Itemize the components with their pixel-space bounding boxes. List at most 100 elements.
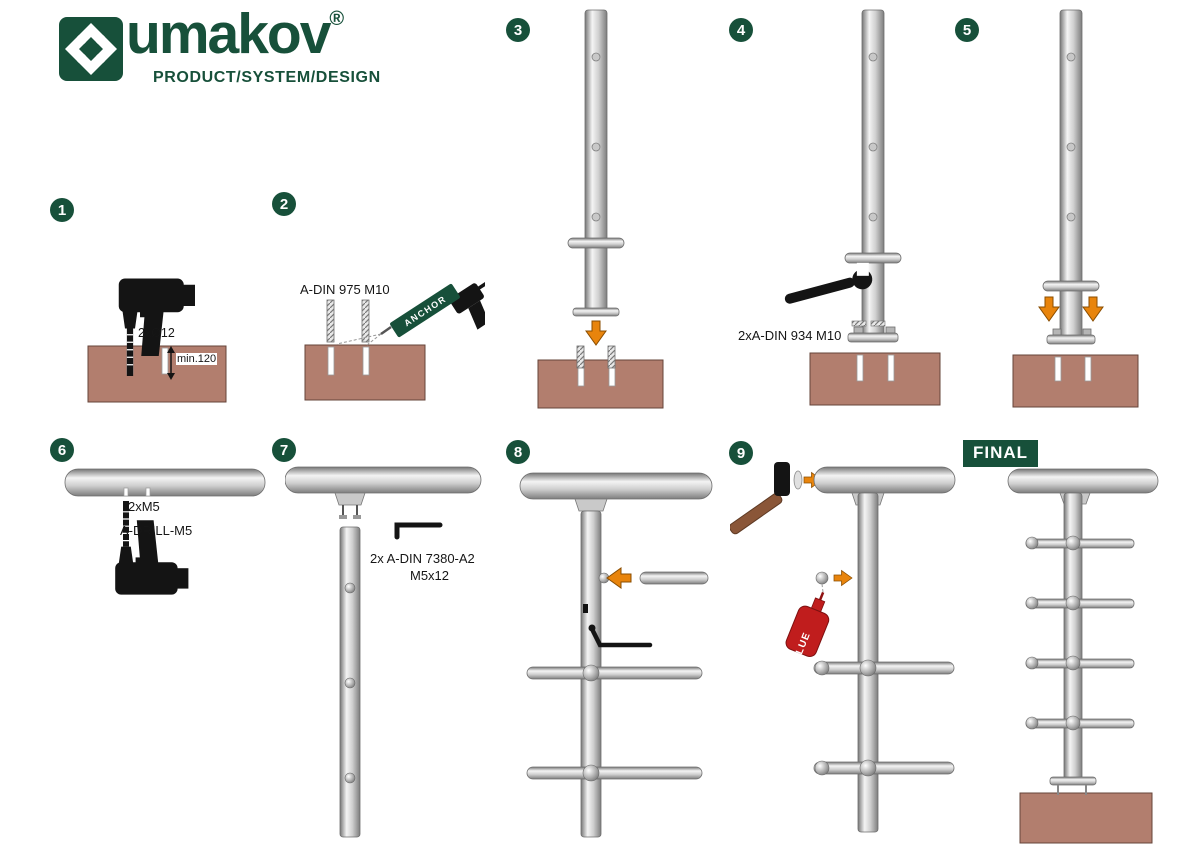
glue-bottle-icon: GLUE — [785, 591, 830, 664]
glue-flow-lines — [336, 333, 382, 346]
crossbar — [1025, 655, 1135, 671]
baluster-post — [567, 9, 625, 317]
brand-tagline: PRODUCT/SYSTEM/DESIGN — [153, 69, 381, 86]
crossbar — [1025, 535, 1135, 551]
end-ball — [815, 571, 829, 585]
drill-bit-label: A-DRILL-M5 — [120, 523, 193, 538]
step-9-badge: 9 — [729, 441, 753, 465]
screw-size-label: 2xM5 — [128, 499, 160, 514]
threaded-rod — [607, 345, 616, 369]
drilled-hole — [327, 346, 335, 376]
down-arrow-icon — [585, 320, 607, 346]
grub-screw-hole — [583, 604, 588, 613]
step-3-badge: 3 — [506, 18, 530, 42]
nut-part — [870, 320, 886, 327]
concrete-base — [537, 359, 664, 409]
drilled-hole — [1084, 356, 1092, 382]
wrench-icon — [784, 262, 873, 304]
crossbar-holder — [344, 677, 356, 689]
brand-name: umakov® — [126, 2, 345, 66]
bolt-size-label: M5x12 — [410, 568, 450, 583]
down-arrow-icon — [1082, 296, 1104, 322]
nut-spec-label: 2xA-DIN 934 M10 — [738, 328, 842, 343]
hex-nut — [885, 326, 896, 334]
step-4-badge: 4 — [729, 18, 753, 42]
crossbar-holder — [344, 772, 356, 784]
crossbar — [813, 659, 955, 677]
base-plate — [1049, 776, 1097, 786]
cover-flange — [844, 252, 902, 264]
step-8-drawing — [519, 472, 713, 838]
crossbar — [526, 664, 703, 682]
umakov-logo-icon — [59, 17, 123, 81]
base-plate — [572, 307, 620, 317]
step-9-drawing: GLUE — [730, 462, 956, 833]
hole-size-label: 2xØ12 — [138, 326, 175, 340]
step-6-badge: 6 — [50, 438, 74, 462]
rail-saddle — [334, 492, 366, 506]
step-1-drawing — [87, 277, 227, 403]
threaded-rod — [361, 299, 370, 343]
depth-label: min.120 — [176, 353, 218, 366]
bolt-spec-label: 2x A-DIN 7380-A2 — [370, 551, 475, 566]
handrail-tube — [1007, 468, 1159, 494]
baluster-post — [1042, 9, 1100, 345]
step-7-drawing — [285, 466, 482, 838]
final-drawing — [1007, 468, 1159, 844]
handrail-tube — [519, 472, 713, 500]
drilled-hole — [362, 346, 370, 376]
crossbar-segment — [639, 571, 709, 585]
glue-line — [821, 583, 824, 593]
concrete-base — [809, 352, 941, 406]
hex-nut — [1082, 328, 1092, 336]
cover-flange — [1042, 280, 1100, 292]
baluster-post — [844, 9, 902, 343]
crossbar — [813, 759, 955, 777]
cover-flange — [567, 237, 625, 249]
crossbar — [526, 764, 703, 782]
end-cap — [793, 470, 803, 490]
step-3-drawing — [537, 9, 664, 409]
gun-nozzle — [380, 325, 392, 336]
hex-nut — [853, 326, 864, 334]
hex-nut — [1052, 328, 1062, 336]
base-plate — [1046, 334, 1096, 345]
baluster-post — [339, 526, 361, 838]
depth-arrow-icon — [167, 346, 175, 380]
crossbar — [1025, 595, 1135, 611]
step-2-badge: 2 — [272, 192, 296, 216]
drilled-hole — [856, 354, 864, 382]
crossbar — [1025, 715, 1135, 731]
down-arrow-icon — [1038, 296, 1060, 322]
step-5-drawing — [1012, 9, 1139, 408]
nut-part — [851, 320, 867, 327]
step-1-badge: 1 — [50, 198, 74, 222]
drilled-hole — [145, 487, 151, 497]
drilled-hole — [123, 487, 129, 497]
threaded-rod — [326, 299, 335, 343]
step-4-drawing — [784, 9, 941, 406]
drilled-hole — [1054, 356, 1062, 382]
drilled-hole — [887, 354, 895, 382]
rod-spec-label: A-DIN 975 M10 — [300, 282, 390, 297]
base-plate — [847, 332, 899, 343]
handrail-tube — [64, 468, 266, 497]
left-arrow-icon — [606, 567, 632, 589]
handrail-tube — [813, 466, 956, 494]
allen-key-icon — [394, 522, 443, 540]
hammer-icon — [730, 462, 790, 535]
drill-icon — [114, 500, 190, 596]
right-arrow-icon — [833, 570, 853, 586]
rail-saddle — [574, 498, 608, 512]
threaded-rod — [576, 345, 585, 369]
final-badge: FINAL — [963, 440, 1039, 467]
step-6-drawing — [64, 468, 266, 596]
crossbar-holder — [344, 582, 356, 594]
concrete-base — [1019, 792, 1153, 844]
step-5-badge: 5 — [955, 18, 979, 42]
step-2-drawing — [304, 278, 485, 401]
saddle-screws — [339, 505, 361, 519]
drilled-hole — [161, 347, 169, 375]
registered-mark: ® — [329, 8, 345, 30]
